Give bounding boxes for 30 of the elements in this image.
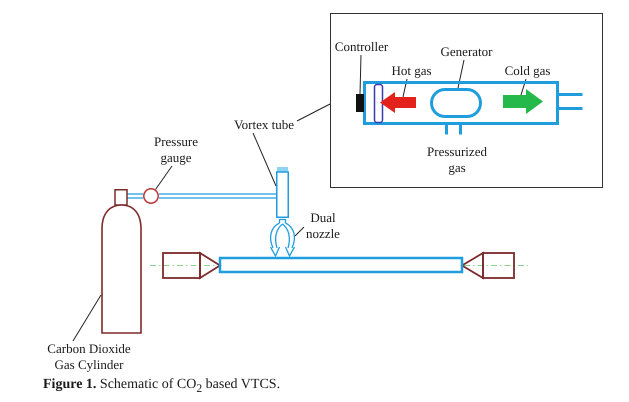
hot-gas-flow-arrow xyxy=(380,92,416,112)
dual-nozzle xyxy=(270,219,295,258)
part-label: Dual nozzle xyxy=(304,210,342,242)
inset-panel xyxy=(330,13,603,188)
part-label: Controller xyxy=(334,38,390,54)
leader-line xyxy=(520,78,526,96)
leader-line xyxy=(72,294,102,342)
pipe xyxy=(126,193,144,199)
part-label: Generator xyxy=(438,44,496,60)
gas-cylinder xyxy=(101,189,142,334)
part-label: Carbon Dioxide Gas Cylinder xyxy=(41,341,137,373)
part-label: Vortex tube xyxy=(231,117,297,133)
pipe xyxy=(158,193,277,199)
leader-line xyxy=(402,78,408,98)
leader-line xyxy=(360,54,362,94)
controller-block xyxy=(356,94,364,112)
leader-line xyxy=(252,132,276,186)
figure-caption: Figure 1. Schematic of CO$_{2}$ based VTCS. xyxy=(43,376,280,397)
part-label: Pressurized gas xyxy=(426,144,488,176)
leader-line xyxy=(155,166,172,190)
part-label: Hot gas xyxy=(390,62,434,78)
pressure-gauge xyxy=(143,188,159,204)
leader-line xyxy=(294,226,304,236)
leader-line xyxy=(458,60,464,88)
leader-line xyxy=(296,104,330,122)
vortex-tube xyxy=(276,167,289,218)
generator-chamber xyxy=(430,88,482,118)
part-label: Pressure gauge xyxy=(148,134,204,166)
part-label: Cold gas xyxy=(502,62,552,78)
cold-gas-flow-arrow xyxy=(502,88,542,114)
